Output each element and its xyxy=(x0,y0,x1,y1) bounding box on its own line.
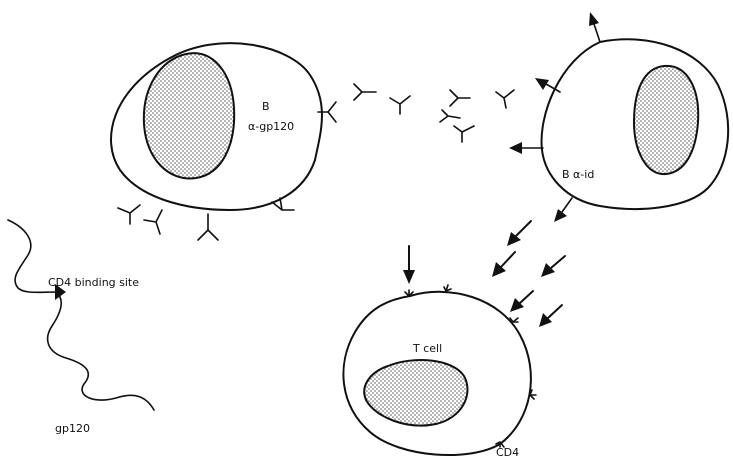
b-cell-anti-idiotype: B α-id xyxy=(509,12,728,222)
b-cell-anti-idiotype-label: B α-id xyxy=(562,168,594,181)
arrow xyxy=(403,246,415,284)
surface-antibody xyxy=(118,205,140,224)
arrow xyxy=(541,256,565,277)
cd4-receptor xyxy=(530,390,536,399)
free-antibodies xyxy=(354,84,514,142)
b-cell-anti-gp120-label-specificity: α-gp120 xyxy=(248,120,294,133)
gp120-label: gp120 xyxy=(55,422,90,435)
free-antibody xyxy=(390,96,410,114)
outward-arrow xyxy=(509,142,543,154)
b-cell-anti-gp120: B α-gp120 xyxy=(111,43,336,240)
cd4-label: CD4 xyxy=(496,446,519,458)
free-antibody xyxy=(440,110,460,122)
cd4-receptor xyxy=(444,285,451,291)
t-cell: T cell CD4 xyxy=(343,285,536,458)
arrow xyxy=(507,221,531,246)
arrow xyxy=(492,252,515,277)
gp120-molecule: CD4 binding site gp120 xyxy=(8,220,154,435)
arrow xyxy=(539,305,562,327)
t-cell-label: T cell xyxy=(412,342,442,355)
free-antibody xyxy=(496,90,514,108)
surface-antibody xyxy=(198,214,218,240)
b-cell-anti-gp120-label-b: B xyxy=(262,100,270,113)
arrow xyxy=(510,291,533,312)
outward-arrow xyxy=(554,198,572,222)
cd4-binding-site-label: CD4 binding site xyxy=(48,276,139,289)
b-cell-anti-idiotype-nucleus xyxy=(634,66,698,174)
free-antibody xyxy=(450,90,470,106)
gp120-strand xyxy=(8,220,154,410)
free-antibody xyxy=(354,84,376,100)
free-antibody xyxy=(454,126,474,142)
surface-antibody xyxy=(144,210,162,234)
outward-arrow xyxy=(589,12,600,42)
b-cell-anti-gp120-nucleus xyxy=(144,53,234,178)
